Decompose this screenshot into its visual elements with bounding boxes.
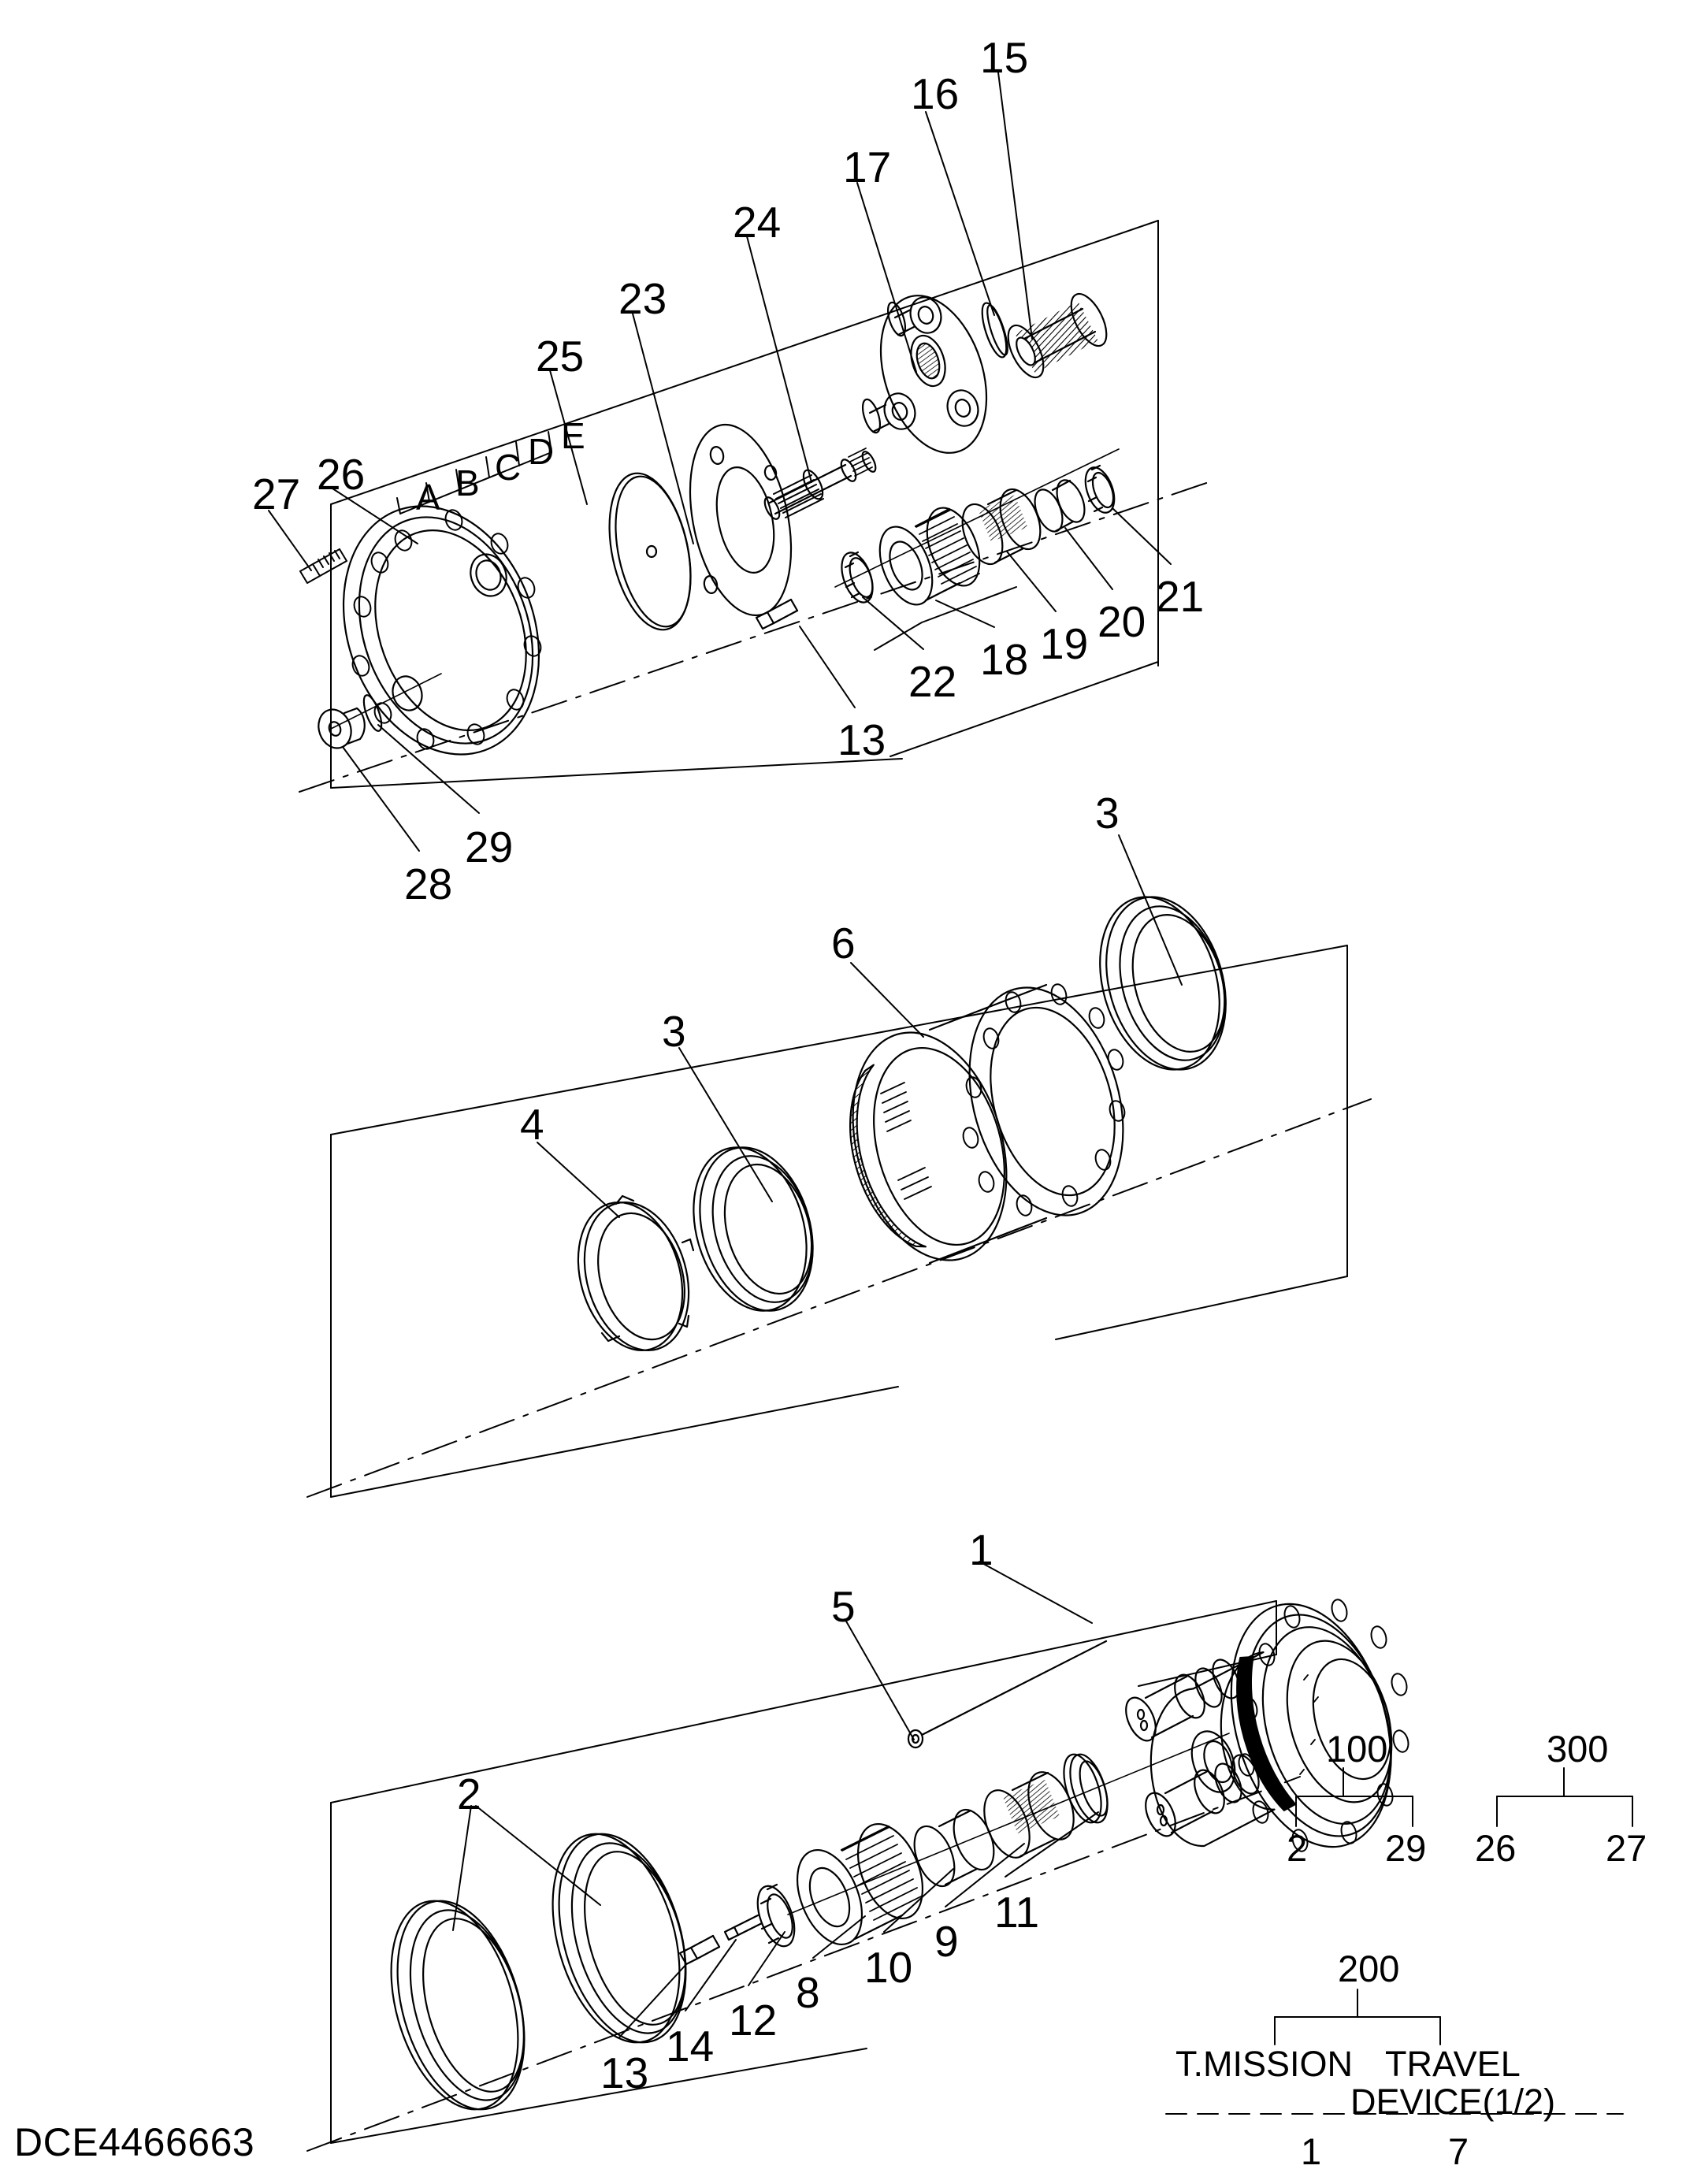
part-11-thrust-washer	[1063, 1753, 1109, 1824]
callout-letter-b: B	[455, 462, 480, 503]
legend-group-300-title: 300	[1547, 1728, 1609, 1770]
part-5-plug	[907, 1640, 1108, 1749]
mid-leader-lines	[537, 834, 1183, 1218]
callout-25: 25	[536, 332, 585, 381]
callout-24: 24	[733, 198, 782, 247]
legend-group-200-left-num: 1	[1301, 2130, 1322, 2172]
top-lower-axis	[834, 448, 1120, 588]
bottom-section-centerline	[306, 1776, 1301, 2152]
top-section-centerline	[299, 480, 1214, 793]
part-16-snap-ring	[981, 302, 1008, 358]
callout-23: 23	[618, 274, 667, 323]
part-22-thrust-washer	[841, 551, 874, 604]
part-17-carrier-plate	[861, 295, 988, 454]
part-3-seal-right	[1099, 896, 1227, 1071]
callout-9: 9	[934, 1917, 959, 1966]
part-23-thrust-plate	[608, 472, 692, 631]
carrier-pin-2	[1145, 1754, 1260, 1837]
callout-letter-a: A	[416, 477, 440, 518]
callout-18: 18	[980, 635, 1029, 684]
top-leader-lines	[268, 72, 1172, 852]
legend-group-300-right: 27	[1606, 1827, 1647, 1869]
legend-group-200-right-label-2: DEVICE(1/2)	[1350, 2082, 1556, 2122]
legend-group-100-left: 2	[1287, 1827, 1308, 1869]
part-3-seal-left	[693, 1146, 814, 1312]
callout-8: 8	[796, 1968, 820, 2017]
callout-21: 21	[1156, 572, 1205, 621]
callout-17: 17	[843, 143, 892, 191]
mid-section-panel	[330, 945, 1348, 1498]
part-26-cover-flange	[342, 505, 542, 756]
legend-group-200-right-num: 7	[1448, 2130, 1469, 2172]
callout-13-top: 13	[838, 715, 886, 764]
part-1-carrier-assembly	[1125, 1599, 1409, 1852]
callout-letter-c: C	[495, 447, 522, 488]
part-28-29-axis	[330, 673, 442, 730]
top-bracket-pointer	[874, 586, 1017, 651]
abcde-bracket	[396, 431, 552, 514]
callout-14: 14	[666, 2022, 715, 2071]
top-section-panel	[330, 220, 1159, 789]
legend-bracket-200	[1274, 1989, 1441, 2045]
legend-group-100-title: 100	[1326, 1728, 1388, 1770]
callout-6: 6	[831, 919, 856, 968]
callout-4: 4	[520, 1100, 544, 1149]
part-24-splined-shaft	[763, 448, 877, 520]
callout-10: 10	[864, 1943, 913, 1992]
carrier-pin-1	[1125, 1658, 1240, 1742]
part-25-housing-plate	[689, 423, 793, 617]
callout-3-left: 3	[662, 1007, 686, 1056]
part-27-bolt	[299, 548, 347, 584]
part-14-pin	[723, 1914, 763, 1941]
callout-1: 1	[969, 1525, 993, 1574]
part-28-plug	[318, 707, 366, 749]
legend-group-200-title: 200	[1338, 1948, 1400, 1989]
legend-bracket-300	[1496, 1767, 1633, 1827]
top-panel-lower-edge	[330, 488, 1159, 789]
callout-12: 12	[729, 1996, 778, 2045]
callout-22: 22	[908, 657, 957, 706]
part-20-spacer	[1034, 479, 1086, 533]
part-12-thrust-washer	[756, 1883, 796, 1948]
callout-13-bottom: 13	[600, 2048, 649, 2097]
callout-15: 15	[980, 33, 1029, 82]
bottom-leader-lines	[452, 1561, 1099, 2038]
callout-27: 27	[252, 470, 301, 518]
part-2-floating-seal-b	[552, 1833, 687, 2044]
part-29-oring	[362, 694, 383, 732]
part-13-screw-top	[755, 598, 799, 630]
callout-letter-e: E	[561, 415, 585, 456]
part-15-sun-gear	[1007, 292, 1108, 379]
callout-16: 16	[911, 69, 960, 118]
callout-letter-d: D	[528, 431, 555, 472]
part-4-lock-ring	[577, 1194, 695, 1352]
part-21-retaining-washer	[1084, 464, 1116, 514]
bottom-section-panel	[330, 1600, 1277, 2144]
part-13-screw-bottom	[678, 1934, 721, 1966]
part-10-bushing	[913, 1808, 995, 1888]
part-6-ring-gear	[849, 983, 1126, 1265]
legend-group-300-left: 26	[1475, 1827, 1517, 1869]
callout-3-right: 3	[1095, 789, 1120, 838]
part-2-floating-seal-a	[390, 1900, 526, 2111]
callout-5: 5	[831, 1582, 856, 1631]
part-8-planet-gear	[797, 1822, 923, 1946]
part-19-needle-bearing	[961, 488, 1042, 566]
callout-29: 29	[465, 823, 514, 871]
legend-group-200-left-label: T.MISSION	[1175, 2044, 1354, 2084]
callout-19: 19	[1040, 619, 1089, 668]
callout-26: 26	[317, 450, 366, 499]
legend-group-100-right: 29	[1385, 1827, 1427, 1869]
drawing-number: DCE4466663	[14, 2120, 255, 2164]
bottom-parts-axis	[787, 1733, 1230, 1915]
callout-11: 11	[994, 1888, 1040, 1937]
callout-20: 20	[1097, 597, 1146, 646]
legend-bracket-100	[1295, 1767, 1413, 1827]
mid-section-centerline	[306, 1098, 1372, 1498]
part-18-planet-gear	[878, 507, 981, 606]
callout-2: 2	[457, 1770, 481, 1818]
callout-28: 28	[404, 860, 453, 908]
legend-group-200-right-label-1: TRAVEL	[1385, 2044, 1521, 2084]
